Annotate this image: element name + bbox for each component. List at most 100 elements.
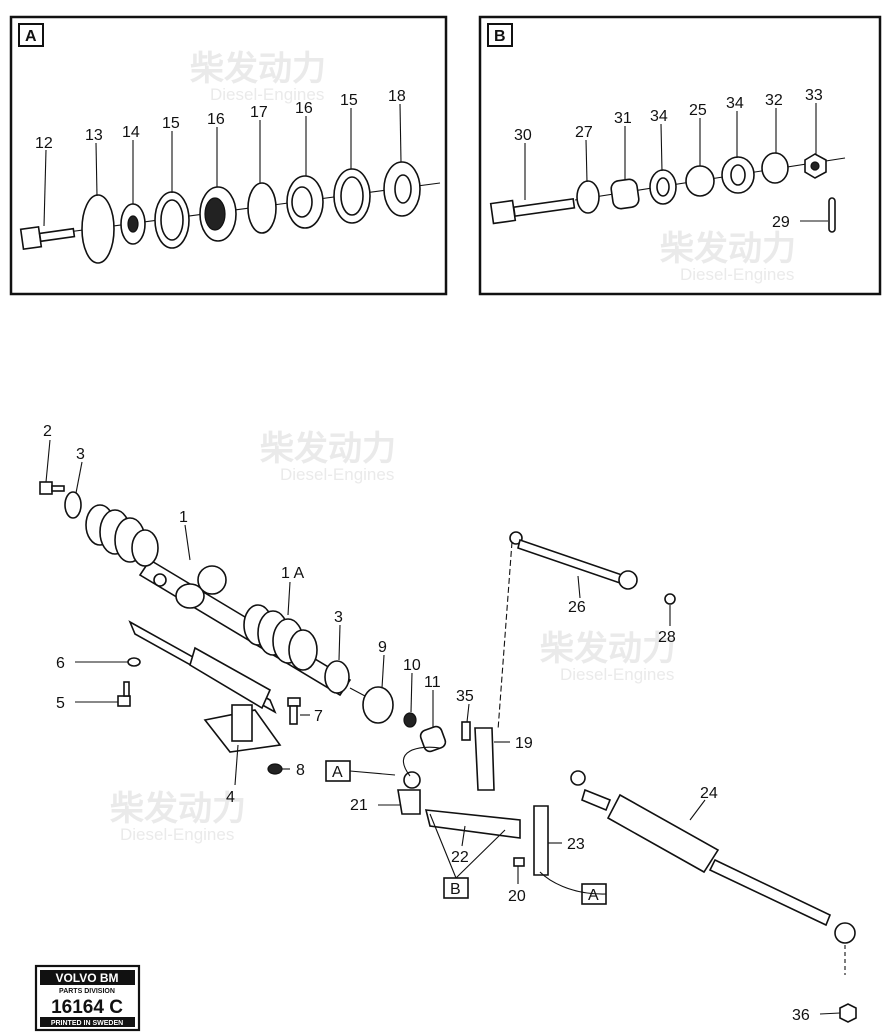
watermark-sub: Diesel-Engines xyxy=(560,665,674,684)
label-14: 14 xyxy=(122,124,140,141)
watermark-brand: 柴发动力 xyxy=(260,430,396,468)
cotter-pin-29 xyxy=(828,197,836,233)
washer-27 xyxy=(576,180,600,214)
bushing-34a xyxy=(649,169,677,205)
label-21: 21 xyxy=(350,797,368,814)
bushing-34b xyxy=(721,156,755,194)
panel-b-frame xyxy=(478,15,882,296)
washer-32 xyxy=(761,152,789,184)
sleeve-11 xyxy=(419,725,447,753)
lever-19 xyxy=(474,727,495,791)
label-7: 7 xyxy=(314,708,323,725)
washer-6 xyxy=(127,657,141,667)
watermark-brand: 柴发动力 xyxy=(190,50,326,88)
tie-rod-link-line xyxy=(497,541,513,731)
label-33: 33 xyxy=(805,87,823,104)
label-2: 2 xyxy=(43,423,52,440)
label-22: 22 xyxy=(451,849,469,866)
panel-a: A 12 xyxy=(9,15,448,296)
ref-a-1: A xyxy=(332,764,343,781)
label-6: 6 xyxy=(56,655,65,672)
bolt-20 xyxy=(513,857,525,867)
label-18: 18 xyxy=(388,88,406,105)
bearing-16a xyxy=(199,186,237,242)
main-leaders xyxy=(45,439,841,1015)
watermark-sub: Diesel-Engines xyxy=(120,825,234,844)
label-5: 5 xyxy=(56,695,65,712)
bolt-2 xyxy=(39,481,65,495)
bracket-4 xyxy=(128,620,282,753)
ref-a-2: A xyxy=(588,887,599,904)
tie-rod-26 xyxy=(509,531,638,590)
bearing-14 xyxy=(120,203,146,245)
panel-a-frame xyxy=(9,15,448,296)
panel-b-tag-box xyxy=(487,23,513,47)
bushing-31 xyxy=(610,178,640,210)
ref-b: B xyxy=(450,881,461,898)
main-assembly: A A B xyxy=(39,423,857,1024)
seal-15b xyxy=(333,168,371,224)
label-3b: 3 xyxy=(334,609,343,626)
washer-3b xyxy=(324,660,350,694)
watermark-sub: Diesel-Engines xyxy=(680,265,794,284)
stamp-printed: PRINTED IN SWEDEN xyxy=(51,1020,123,1027)
label-34b: 34 xyxy=(726,95,744,112)
washer-13 xyxy=(81,194,115,264)
bellows-left xyxy=(85,504,159,567)
rack-housing-1 xyxy=(153,565,227,609)
stamp-code: 16164 C xyxy=(51,997,123,1018)
watermark-brand: 柴发动力 xyxy=(660,230,796,268)
watermark-sub: Diesel-Engines xyxy=(280,465,394,484)
watermark-brand: 柴发动力 xyxy=(540,630,676,668)
label-29: 29 xyxy=(772,214,790,231)
panel-a-tag: A xyxy=(25,28,37,45)
panel-a-leaders xyxy=(43,103,402,227)
panel-a-tag-box xyxy=(18,23,44,47)
panel-b: B 30 27 31 34 25 34 32 33 xyxy=(478,15,882,296)
volvo-stamp: VOLVO BM PARTS DIVISION 16164 C PRINTED … xyxy=(34,964,141,1032)
watermark: 柴发动力 Diesel-Engines 柴发动力 Diesel-Engines … xyxy=(110,50,796,844)
ball-joint-9 xyxy=(349,686,394,724)
arm-21-ball xyxy=(403,771,421,789)
link-22 xyxy=(424,809,521,839)
label-36: 36 xyxy=(792,1007,810,1024)
bolt-35 xyxy=(461,721,471,741)
nut-33 xyxy=(804,153,827,179)
arm-23 xyxy=(533,805,549,876)
label-31: 31 xyxy=(614,110,632,127)
seal-15a xyxy=(154,191,190,249)
label-25: 25 xyxy=(689,102,707,119)
nut-36 xyxy=(839,1003,857,1023)
ring-18 xyxy=(383,161,421,217)
bellows-right xyxy=(243,604,318,671)
label-10: 10 xyxy=(403,657,421,674)
label-34a: 34 xyxy=(650,108,668,125)
bolt-30 xyxy=(489,197,576,225)
circlip-17 xyxy=(247,182,277,234)
label-30: 30 xyxy=(514,127,532,144)
label-19: 19 xyxy=(515,735,533,752)
label-13: 13 xyxy=(85,127,103,144)
label-3a: 3 xyxy=(76,446,85,463)
label-24: 24 xyxy=(700,785,718,802)
panel-b-tag: B xyxy=(494,28,506,45)
label-20: 20 xyxy=(508,888,526,905)
label-15b: 15 xyxy=(340,92,358,109)
label-11: 11 xyxy=(424,674,441,691)
nut-8 xyxy=(267,763,283,775)
label-35: 35 xyxy=(456,688,474,705)
washer-3a xyxy=(64,491,82,519)
label-16b: 16 xyxy=(295,100,313,117)
label-16a: 16 xyxy=(207,111,225,128)
label-9: 9 xyxy=(378,639,387,656)
label-28: 28 xyxy=(658,629,676,646)
panel-b-leaders xyxy=(524,103,828,222)
bolt-7 xyxy=(287,697,301,725)
label-12: 12 xyxy=(35,135,53,152)
bearing-16b xyxy=(286,175,324,229)
label-1a: 1 A xyxy=(281,565,304,582)
stamp-brand: VOLVO BM xyxy=(55,971,118,985)
sleeve-25 xyxy=(685,165,715,197)
label-17: 17 xyxy=(250,104,268,121)
